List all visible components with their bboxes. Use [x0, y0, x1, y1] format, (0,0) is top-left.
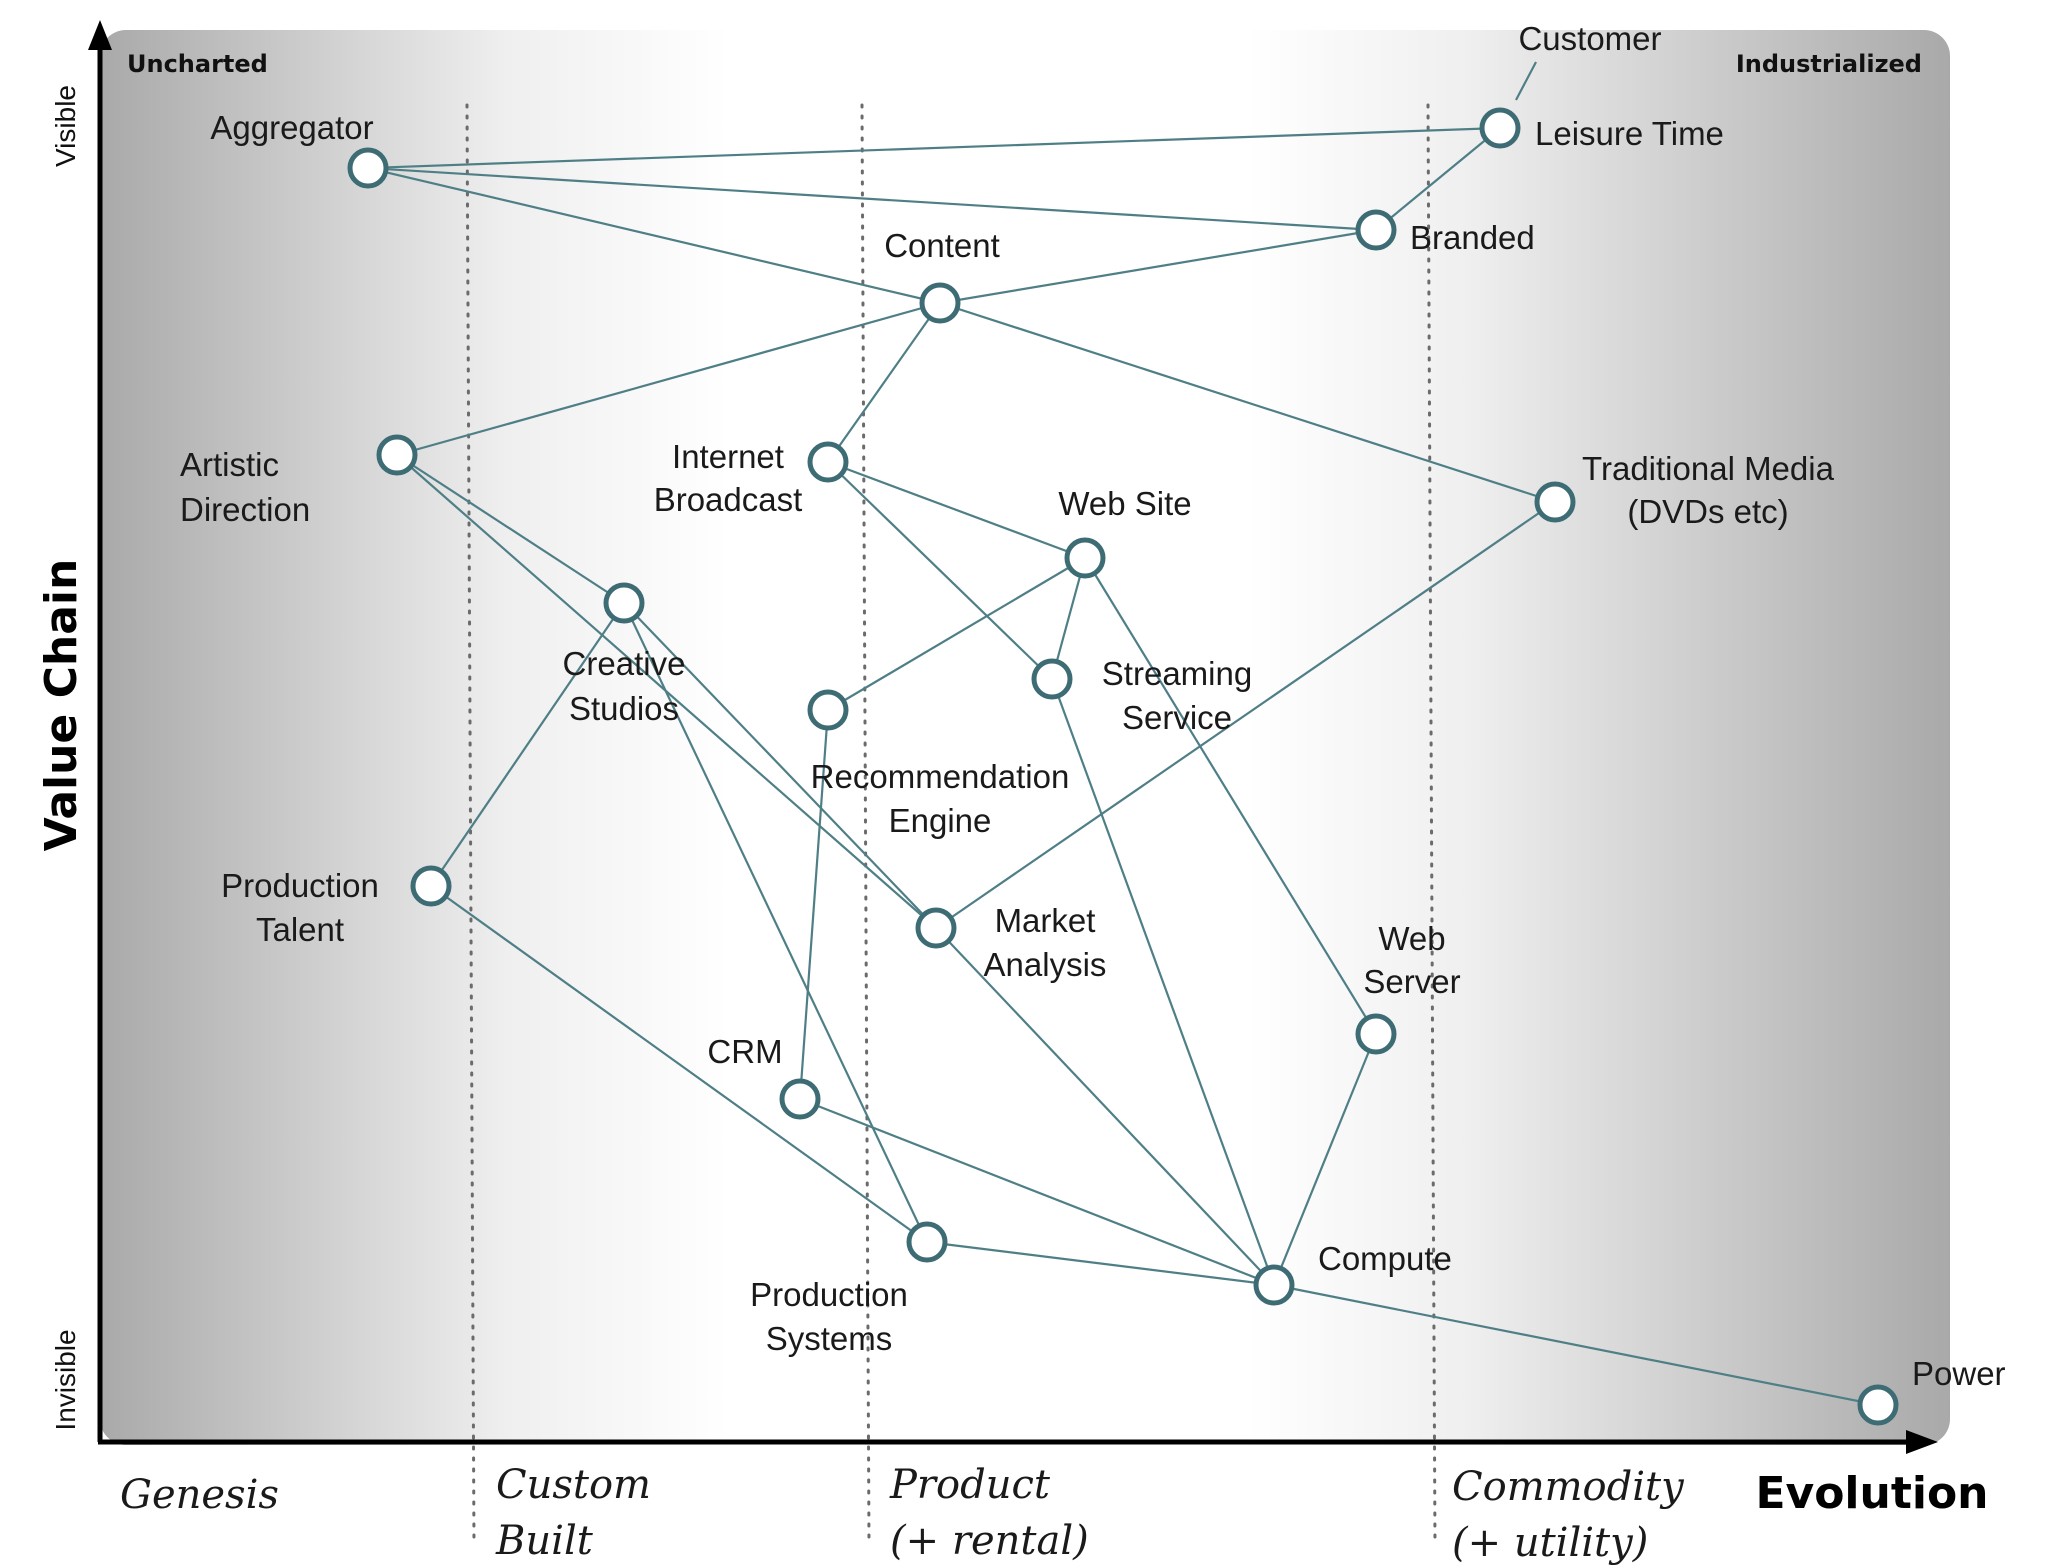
y-axis-visible-label: Visible: [50, 85, 81, 167]
label-customer: Customer: [1518, 20, 1661, 57]
link-crm-compute: [799, 1097, 1275, 1287]
label-traditional: Traditional Media(DVDs etc): [1582, 450, 1835, 530]
link-internet-streaming: [827, 461, 1053, 680]
link-compute-power: [1273, 1283, 1879, 1407]
node-leisure[interactable]: [1479, 107, 1521, 149]
uncharted-label: Uncharted: [127, 50, 268, 78]
divider-custom: [465, 103, 476, 1547]
node-talent[interactable]: [410, 865, 452, 907]
divider-product: [860, 103, 871, 1547]
divider-commodity: [1426, 103, 1437, 1547]
node-content[interactable]: [919, 282, 961, 324]
node-internet[interactable]: [807, 441, 849, 483]
x-axis-arrow-icon: [1906, 1430, 1938, 1454]
node-website[interactable]: [1064, 537, 1106, 579]
link-market-compute: [935, 927, 1275, 1286]
link-leisure-aggregator: [367, 126, 1501, 170]
label-website: Web Site: [1058, 485, 1191, 522]
link-creative-market: [623, 602, 937, 929]
node-power[interactable]: [1857, 1384, 1899, 1426]
node-webserver[interactable]: [1355, 1013, 1397, 1055]
node-streaming[interactable]: [1031, 658, 1073, 700]
stage-genesis: Genesis: [120, 1472, 279, 1518]
link-talent-prodsystems: [430, 885, 928, 1243]
node-market[interactable]: [915, 907, 957, 949]
node-crm[interactable]: [779, 1078, 821, 1120]
node-creative[interactable]: [603, 582, 645, 624]
industrialized-label: Industrialized: [1736, 50, 1922, 78]
label-leisure: Leisure Time: [1535, 115, 1724, 152]
x-axis-title: Evolution: [1755, 1468, 1988, 1519]
label-compute: Compute: [1318, 1240, 1452, 1277]
label-power: Power: [1912, 1355, 2006, 1392]
node-aggregator[interactable]: [347, 147, 389, 189]
nodes: [347, 107, 1899, 1426]
axes: Value Chain Visible Invisible Evolution …: [36, 20, 1989, 1519]
stage-product: Product(+ rental): [889, 1462, 1089, 1564]
link-website-recommendation: [827, 557, 1086, 711]
node-prodsystems[interactable]: [906, 1221, 948, 1263]
link-aggregator-content: [367, 166, 941, 305]
y-axis-title: Value Chain: [36, 559, 87, 852]
stage-commodity: Commodity(+ utility): [1452, 1464, 1685, 1566]
link-content-traditional: [939, 301, 1556, 504]
label-crm: CRM: [707, 1033, 782, 1070]
node-traditional[interactable]: [1534, 481, 1576, 523]
map-background: [100, 30, 1950, 1445]
link-customer-leisure: [1515, 61, 1537, 101]
node-branded[interactable]: [1355, 209, 1397, 251]
y-axis-arrow-icon: [88, 20, 112, 50]
link-prodsystems-compute: [926, 1240, 1275, 1287]
link-recommendation-crm: [798, 709, 830, 1100]
node-compute[interactable]: [1253, 1264, 1295, 1306]
link-content-internet: [827, 302, 941, 463]
link-branded-content: [939, 228, 1377, 305]
node-recommendation[interactable]: [807, 689, 849, 731]
node-artistic[interactable]: [376, 434, 418, 476]
link-internet-website: [827, 460, 1086, 560]
link-webserver-compute: [1272, 1033, 1378, 1286]
link-website-webserver: [1084, 557, 1377, 1035]
link-aggregator-branded: [367, 166, 1377, 232]
stage-dividers: [465, 103, 1437, 1547]
link-website-streaming: [1050, 557, 1087, 680]
link-leisure-branded: [1375, 127, 1501, 231]
edges: [367, 61, 1879, 1407]
label-aggregator: Aggregator: [210, 109, 373, 146]
link-creative-talent: [430, 602, 625, 887]
link-creative-prodsystems: [623, 602, 928, 1243]
link-artistic-creative: [396, 454, 625, 604]
link-traditional-market: [935, 501, 1556, 929]
link-streaming-compute: [1050, 678, 1276, 1286]
label-content: Content: [884, 227, 1000, 264]
link-content-artistic: [396, 301, 941, 457]
label-branded: Branded: [1410, 219, 1535, 256]
y-axis-invisible-label: Invisible: [50, 1329, 81, 1430]
